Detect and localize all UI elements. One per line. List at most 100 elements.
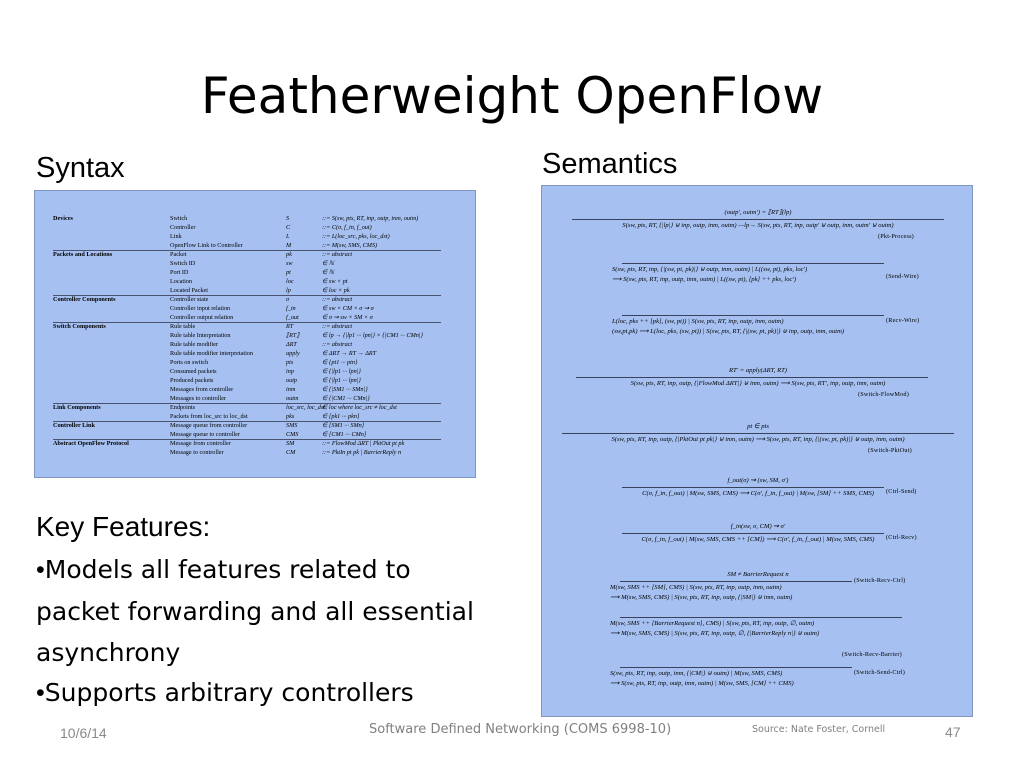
row-symbol: inp — [286, 368, 294, 375]
row-symbol: lp — [286, 287, 291, 294]
row-definition: ∈ sw × pt — [322, 278, 348, 285]
row-definition: ∈ ℕ — [322, 269, 334, 276]
row-group: Abstract OpenFlow Protocol — [53, 440, 129, 447]
semantics-heading: Semantics — [542, 148, 678, 180]
row-group: Devices — [53, 215, 73, 222]
rule-premise: pt ∈ pts — [747, 423, 769, 430]
row-definition: ::= abstract — [322, 296, 353, 303]
row-symbol: RT — [286, 323, 294, 330]
row-name: Message queue from controller — [170, 422, 248, 429]
row-symbol: SMS — [286, 422, 298, 429]
row-name: Switch ID — [170, 260, 196, 267]
row-symbol: σ — [286, 296, 290, 303]
table-divider — [53, 321, 441, 323]
rule-conclusion: S(sw, pts, RT, inp, outp, inm, {|CM|} ⊎ … — [610, 670, 783, 677]
inference-bar — [622, 533, 884, 534]
row-symbol: ΔRT — [286, 341, 297, 348]
row-definition: ∈ ΔRT → RT → ΔRT — [322, 350, 377, 357]
row-definition: ∈ {pt1 ··· ptn} — [322, 359, 358, 366]
table-divider — [53, 402, 441, 404]
row-symbol: pk — [286, 251, 292, 258]
row-definition: ∈ [pk1 ··· pkn] — [322, 413, 360, 420]
row-definition: ::= abstract — [322, 323, 353, 330]
row-symbol: L — [286, 233, 290, 240]
rule-conclusion: S(sw, pts, RT, inp, outp, {|FlowMod ΔRT|… — [630, 380, 886, 387]
inference-bar — [622, 487, 884, 488]
row-definition: ∈ loc × pk — [322, 287, 350, 294]
row-group: Controller Link — [53, 422, 95, 429]
row-name: Link — [170, 233, 182, 240]
row-symbol: loc — [286, 278, 294, 285]
row-name: Controller output relation — [170, 314, 234, 321]
row-name: Messages from controller — [170, 386, 234, 393]
table-divider — [53, 438, 441, 440]
rule-conclusion: M(sw, SMS ++ [BarrierRequest n], CMS) | … — [610, 620, 815, 627]
feature-text: Models all features related to packet fo… — [36, 555, 474, 667]
row-name: Packet — [170, 251, 187, 258]
row-name: Messages to controller — [170, 395, 227, 402]
rule-conclusion: S(sw, pts, RT, inp, {|(sw, pt, pk)|} ⊎ o… — [612, 266, 808, 273]
row-name: Rule table modifier interpretation — [170, 350, 253, 357]
row-name: Controller input relation — [170, 305, 231, 312]
row-definition: ∈ ℕ — [322, 260, 334, 267]
rule-premise: f_in(sw, σ, CM) ⇝ σ′ — [730, 523, 786, 530]
row-definition: ∈ [CM1 ··· CMn] — [322, 431, 367, 438]
rule-premise: f_out(σ) ⇝ (sw, SM, σ′) — [727, 477, 789, 484]
row-symbol: ⟦RT⟧ — [286, 332, 300, 339]
row-name: Message queue to controller — [170, 431, 240, 438]
row-symbol: outp — [286, 377, 298, 384]
row-name: Port ID — [170, 269, 189, 276]
row-definition: ::= L(loc_src, pks, loc_dst) — [322, 233, 390, 240]
row-name: Located Packet — [170, 287, 208, 294]
row-symbol: pts — [286, 359, 294, 366]
bullet-icon: • — [36, 556, 45, 584]
rule-premise: RT′ = apply(ΔRT, RT) — [729, 367, 787, 374]
rule-name: (Switch-PktOut) — [868, 447, 912, 454]
row-symbol: apply — [286, 350, 300, 357]
row-name: Controller — [170, 224, 196, 231]
inference-bar — [622, 315, 884, 316]
row-symbol: inm — [286, 386, 296, 393]
rule-name: (Switch-Send-Ctrl) — [854, 669, 906, 676]
row-symbol: S — [286, 215, 290, 222]
rule-conclusion: ⟶ M(sw, SMS, CMS) | S(sw, pts, RT, inp, … — [610, 630, 820, 637]
rule-conclusion: (sw,pt,pk) ⟶ L(loc, pks, (sw, pt)) | S(s… — [612, 328, 845, 335]
semantics-figure: (outp′, outm′) = ⟦RT⟧(lp)S(sw, pts, RT, … — [541, 185, 973, 717]
rule-name: (Ctrl-Recv) — [886, 534, 917, 541]
row-definition: ∈ {|SM1 ··· SMn|} — [322, 386, 368, 393]
row-symbol: C — [286, 224, 291, 231]
row-definition: ∈ {|lp1 ··· lpn|} — [322, 377, 361, 384]
rule-conclusion: ⟶ S(sw, pts, RT, inp, outp, inm, outm) |… — [610, 680, 794, 687]
row-symbol: pt — [286, 269, 291, 276]
inference-bar — [620, 617, 902, 618]
row-symbol: CM — [286, 449, 296, 456]
rule-name: (Switch-Recv-Barrier) — [842, 651, 902, 658]
row-name: Switch — [170, 215, 188, 222]
page-number: 47 — [945, 724, 961, 740]
rule-conclusion: C(σ, f_in, f_out) | M(sw, SMS, CMS) ⟶ C(… — [642, 490, 874, 497]
row-name: Controller state — [170, 296, 209, 303]
rule-conclusion: S(sw, pts, RT, inp, outp, {|PktOut pt pk… — [611, 436, 905, 443]
row-name: OpenFlow Link to Controller — [170, 242, 243, 249]
row-definition: ∈ {|CM1 ··· CMn|} — [322, 395, 370, 402]
inference-bar — [620, 581, 852, 582]
rule-conclusion: C(σ, f_in, f_out) | M(sw, SMS, CMS ++ [C… — [641, 536, 875, 543]
row-definition: ::= PktIn pt pk | BarrierReply n — [322, 449, 402, 456]
inference-bar — [620, 667, 852, 668]
row-definition: ∈ lp → {|lp1 ··· lpn|} × {|CM1 ··· CMn|} — [322, 332, 424, 339]
row-name: Consumed packets — [170, 368, 217, 375]
row-group: Link Components — [53, 404, 101, 411]
row-name: Message to controller — [170, 449, 224, 456]
rule-conclusion: L(loc, pks ++ [pk], (sw, pt)) | S(sw, pt… — [612, 318, 784, 325]
footer-source: Source: Nate Foster, Cornell — [752, 724, 886, 735]
syntax-heading: Syntax — [36, 152, 125, 184]
rule-name: (Switch-Recv-Ctrl) — [854, 577, 906, 584]
row-definition: ∈ sw × CM × σ ⇝ σ — [322, 305, 374, 312]
row-symbol: sw — [286, 260, 293, 267]
row-definition: ::= M(sw, SMS, CMS) — [322, 242, 378, 249]
row-name: Location — [170, 278, 192, 285]
table-divider — [53, 420, 441, 422]
inference-bar — [562, 433, 954, 434]
